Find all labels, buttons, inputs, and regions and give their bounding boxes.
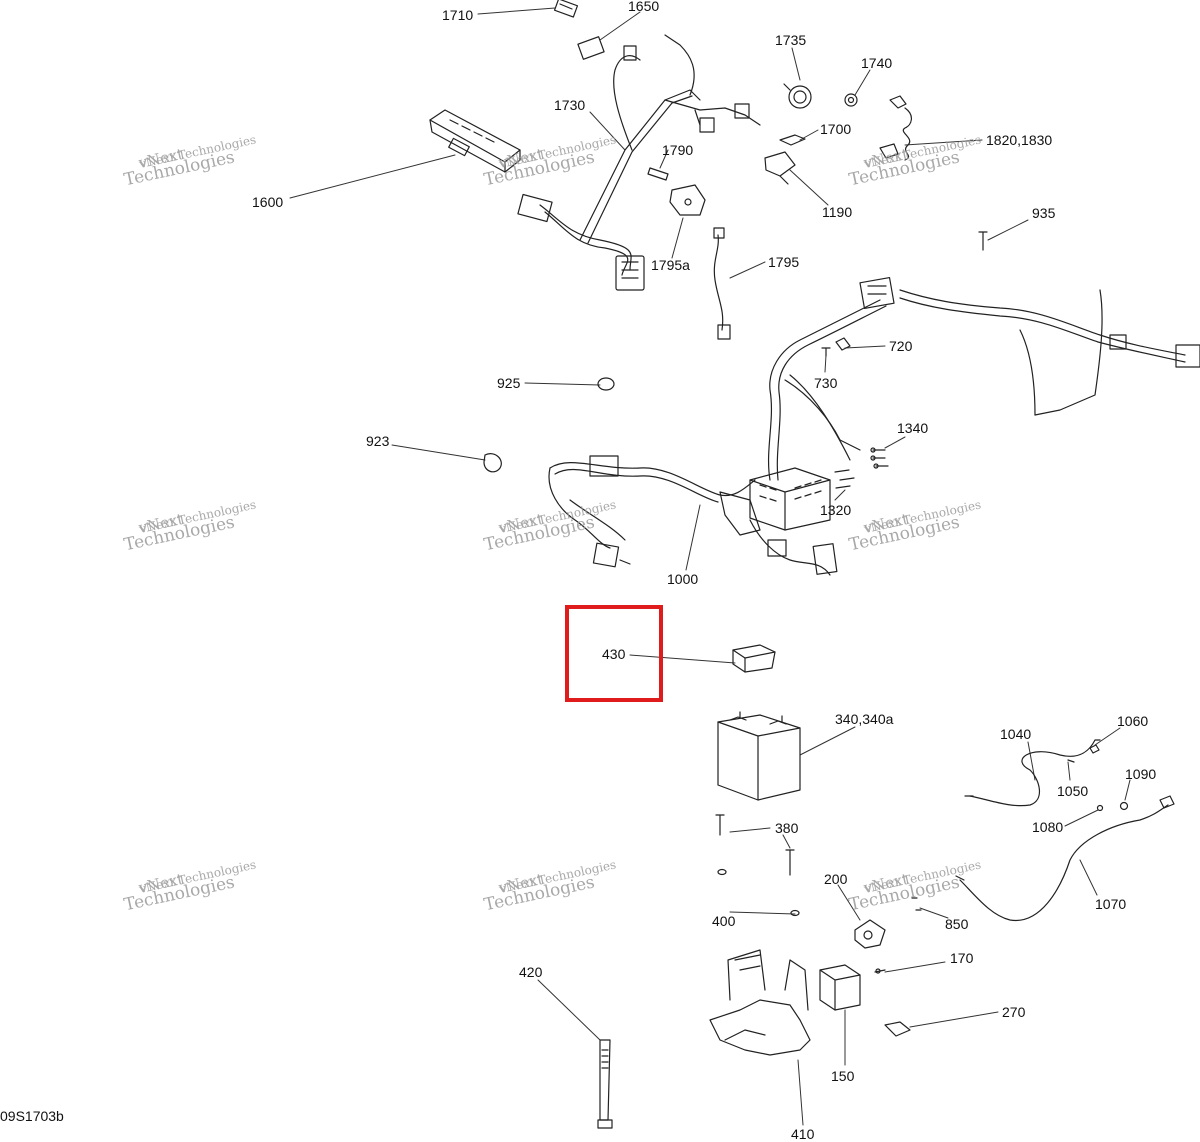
bracket-1795a <box>669 184 706 216</box>
bolts-380 <box>715 814 795 876</box>
callout-1190[interactable]: 1190 <box>822 204 853 220</box>
callout-1700[interactable]: 1700 <box>820 121 852 137</box>
callout-730[interactable]: 730 <box>814 375 838 391</box>
cable-1795 <box>713 227 731 340</box>
callout-150[interactable]: 150 <box>831 1068 855 1084</box>
callout-340-340a[interactable]: 340,340a <box>835 711 894 727</box>
callout-1050[interactable]: 1050 <box>1057 783 1089 799</box>
bolt-1050 <box>1067 759 1075 763</box>
callout-1730[interactable]: 1730 <box>554 97 586 113</box>
figure-id: 09S1703b <box>0 1108 64 1124</box>
leader-lines <box>289 7 1131 1126</box>
battery-340 <box>717 711 801 801</box>
callout-1320[interactable]: 1320 <box>820 502 852 518</box>
callout-1090[interactable]: 1090 <box>1125 766 1157 782</box>
pins-1320 <box>834 469 855 489</box>
clip-720 <box>835 337 851 351</box>
cable-1040 <box>964 739 1101 807</box>
callout-1000[interactable]: 1000 <box>667 571 699 587</box>
bolt-935 <box>978 231 988 251</box>
washer-1740 <box>844 93 858 107</box>
part-1790 <box>647 167 669 181</box>
cover-430 <box>732 644 776 673</box>
washer-400a <box>717 868 727 876</box>
harness-1730 <box>517 34 761 291</box>
part-1735 <box>783 83 812 109</box>
callout-1710[interactable]: 1710 <box>442 7 474 23</box>
callout-1820-1830[interactable]: 1820,1830 <box>986 132 1053 148</box>
module-150 <box>819 964 861 1011</box>
nut-1060 <box>1089 744 1100 754</box>
callout-380[interactable]: 380 <box>775 820 799 836</box>
part-730 <box>821 347 831 357</box>
callout-170[interactable]: 170 <box>950 950 974 966</box>
highlight-box <box>565 605 663 702</box>
callout-1600[interactable]: 1600 <box>252 194 284 210</box>
clip-1700 <box>779 134 806 146</box>
callout-1740[interactable]: 1740 <box>861 55 893 71</box>
ring-923 <box>483 453 502 473</box>
ring-925 <box>597 377 615 391</box>
nut-1090 <box>1119 801 1129 811</box>
callout-430[interactable]: 430 <box>602 646 626 662</box>
callout-1070[interactable]: 1070 <box>1095 896 1127 912</box>
connector-270 <box>884 1021 911 1037</box>
callout-1795a[interactable]: 1795a <box>651 257 690 273</box>
harness-1000 <box>548 276 1200 576</box>
cable-1820 <box>879 95 912 161</box>
callout-410[interactable]: 410 <box>791 1126 815 1142</box>
callout-200[interactable]: 200 <box>824 871 848 887</box>
callout-925[interactable]: 925 <box>497 375 521 391</box>
callout-720[interactable]: 720 <box>889 338 913 354</box>
callout-850[interactable]: 850 <box>945 916 969 932</box>
cable-1070 <box>955 795 1175 922</box>
callout-935[interactable]: 935 <box>1032 205 1056 221</box>
pins-1340 <box>870 447 889 469</box>
washer-400b <box>790 909 800 917</box>
tray-410 <box>709 949 811 1056</box>
solenoid-200 <box>854 919 886 949</box>
module-1600 <box>429 109 521 173</box>
callout-1790[interactable]: 1790 <box>662 142 694 158</box>
connector-1710 <box>553 0 579 18</box>
relay-1190 <box>764 151 796 185</box>
callout-270[interactable]: 270 <box>1002 1004 1026 1020</box>
callout-400[interactable]: 400 <box>712 913 736 929</box>
callout-420[interactable]: 420 <box>519 964 543 980</box>
strap-420 <box>597 1039 613 1129</box>
callout-923[interactable]: 923 <box>366 433 390 449</box>
callout-1650[interactable]: 1650 <box>628 0 660 14</box>
washer-1080 <box>1096 804 1104 812</box>
callout-1040[interactable]: 1040 <box>1000 726 1032 742</box>
callout-1060[interactable]: 1060 <box>1117 713 1149 729</box>
callout-1080[interactable]: 1080 <box>1032 819 1064 835</box>
nuts-850 <box>911 897 922 911</box>
callout-1795[interactable]: 1795 <box>768 254 800 270</box>
callout-1340[interactable]: 1340 <box>897 420 929 436</box>
callout-1735[interactable]: 1735 <box>775 32 807 48</box>
